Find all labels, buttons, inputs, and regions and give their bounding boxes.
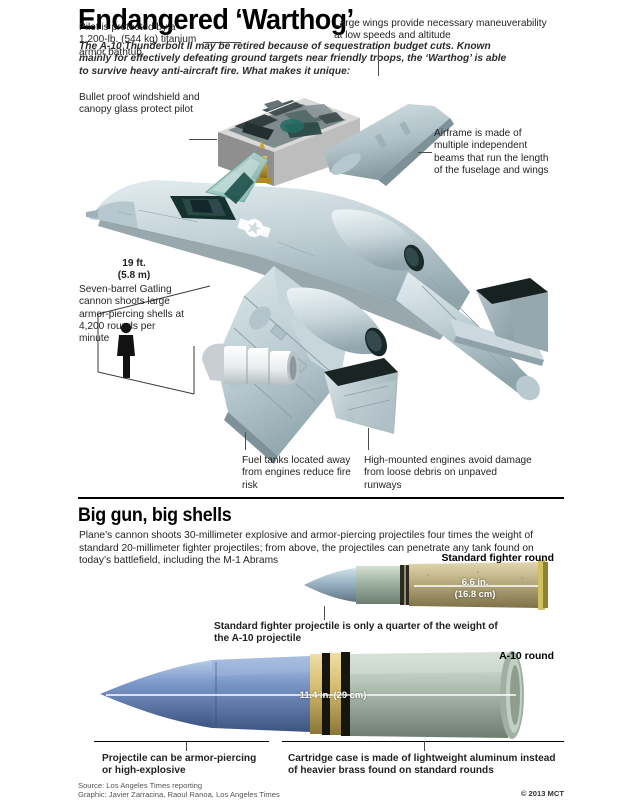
leader-wings [378,46,379,76]
dim-a10-round: 11.4 in. (29 cm) [299,689,367,700]
note-cartridge-material: Cartridge case is made of lightweight al… [288,753,556,777]
note-projectile-type: Projectile can be armor-piercing or high… [102,753,257,777]
engine-nacelle-near [286,287,387,357]
leader-engines [368,428,369,450]
callout-fuel-tanks: Fuel tanks located away from engines red… [242,455,351,491]
callout-armor-bathtub: Pilot is protected by a 1,200-lb. (544 k… [79,22,197,58]
gun-dimension-line1: 19 ft. [122,258,146,269]
usaf-insignia [237,218,271,238]
tail-fin-right [476,278,548,352]
callout-gatling-gun: Seven-barrel Gatling cannon shoots large… [79,284,184,345]
section-divider [78,497,564,499]
leader-standard-projectile-note [324,606,325,620]
callout-airframe: Airframe is made of multiple independent… [434,128,549,176]
leader-projectile-note [186,741,187,751]
page-subtitle: The A-10 Thunderbolt II may be retired b… [79,41,507,77]
leader-airframe [418,152,432,153]
label-a10-round: A-10 round [499,651,554,662]
content-column: Endangered ‘Warthog’ The A-10 Thunderbol… [78,0,564,800]
leader-armor-bathtub [203,42,241,43]
callout-engines: High-mounted engines avoid damage from l… [364,455,532,491]
gun-dimension-bracket [97,285,211,395]
graphic-credit: Graphic: Javier Zarracina, Raoul Ranoa, … [78,790,280,799]
source-credit: Source: Los Angeles Times reporting [78,781,203,790]
section-body-guns: Plane’s cannon shoots 30-millimeter expl… [79,530,534,567]
note-standard-projectile-weight: Standard fighter projectile is only a qu… [214,621,498,645]
callout-windshield: Bullet proof windshield and canopy glass… [79,92,200,116]
gun-barrels [224,346,299,385]
gun-dimension-line2: (5.8 m) [117,270,151,281]
tail-fin-left [324,358,398,434]
gatling-gun-assembly [202,343,299,385]
human-scale-silhouette [117,322,135,378]
label-standard-fighter-round: Standard fighter round [441,553,554,564]
note-rule-projectile [94,741,269,743]
aircraft-illustration [78,60,564,480]
engine-nacelle-far [331,209,425,272]
leader-fuel-tanks [245,432,246,450]
section-heading-guns: Big gun, big shells [78,505,232,526]
dim-standard-round-line2: (16.8 cm) [454,588,496,599]
leader-windshield [189,139,217,140]
copyright-notice: © 2013 MCT [520,789,564,798]
page-title: Endangered ‘Warthog’ [78,4,354,36]
leader-cartridge-note [424,741,425,751]
note-rule-cartridge [282,741,564,743]
callout-wings: Large wings provide necessary maneuverab… [334,18,547,42]
dim-standard-round-line1: 6.6 in. [461,576,489,587]
